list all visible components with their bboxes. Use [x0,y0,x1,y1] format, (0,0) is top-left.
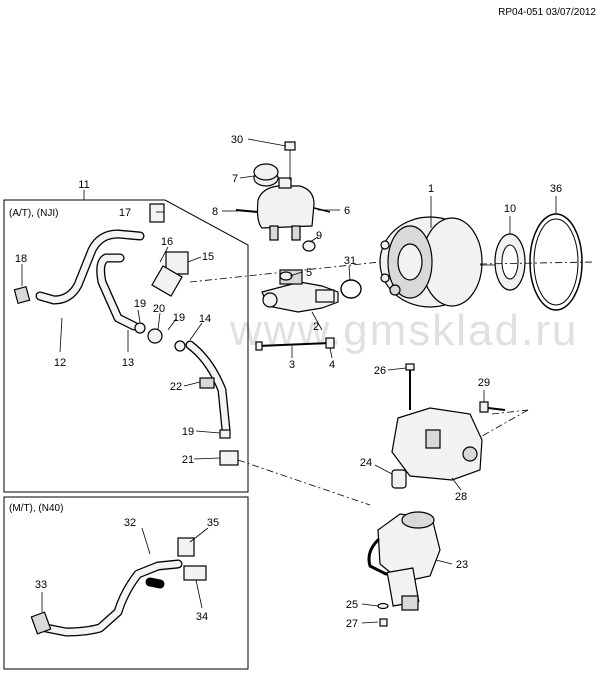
callout-33: 33 [35,579,47,591]
callout-10: 10 [504,203,516,215]
callout-3: 3 [289,359,295,371]
callout-19-low: 19 [182,426,194,438]
pump-bracket [391,407,483,481]
callout-19-mid: 19 [173,312,185,324]
callout-25: 25 [346,599,358,611]
mt-group-box: (M/T), (N40) [3,496,249,670]
callout-28: 28 [455,491,467,503]
callout-4: 4 [329,359,335,371]
callout-34: 34 [196,611,208,623]
vacuum-pump [367,511,441,611]
callout-5: 5 [306,267,312,279]
mount-bolt [479,401,506,413]
pump-screw [379,618,388,627]
callout-9: 9 [316,230,322,242]
callout-15: 15 [202,251,214,263]
master-cylinder [261,269,339,313]
at-group-box: 11 (A/T), (NJI) [3,179,249,493]
callout-21: 21 [182,454,194,466]
callout-31: 31 [344,255,356,267]
callout-23: 23 [456,559,468,571]
bracket-bolt [405,363,415,410]
callout-6: 6 [344,205,350,217]
level-sensor [284,141,296,180]
callout-35: 35 [207,517,219,529]
callout-7: 7 [232,173,238,185]
callout-24: 24 [360,457,372,469]
callout-8: 8 [212,206,218,218]
isolator [391,469,407,489]
callout-27: 27 [346,618,358,630]
callout-30: 30 [231,134,243,146]
at-vacuum-hose-assembly [13,203,239,466]
callout-12: 12 [54,357,66,369]
washer [377,602,389,610]
callout-36: 36 [550,183,562,195]
grommet [302,240,316,252]
callout-22: 22 [170,381,182,393]
callout-17: 17 [119,207,131,219]
callout-26: 26 [374,365,386,377]
callout-2: 2 [313,321,319,333]
brake-booster [379,216,500,308]
callout-20: 20 [153,303,165,315]
at-group-label: (A/T), (NJI) [9,208,58,219]
callout-32: 32 [124,517,136,529]
callout-13: 13 [122,357,134,369]
diagram-reference: RP04-051 03/07/2012 [498,7,596,18]
callout-18: 18 [15,253,27,265]
mt-vacuum-hose-assembly [30,537,207,637]
callout-19-top: 19 [134,298,146,310]
callout-14: 14 [199,313,211,325]
mt-group-label: (M/T), (N40) [9,503,63,514]
callout-1: 1 [428,183,434,195]
fluid-reservoir [256,177,315,241]
o-ring [340,279,362,299]
callouts: 1 2 3 4 5 6 7 8 9 10 12 13 14 15 16 17 1… [15,134,562,630]
callout-16: 16 [161,236,173,248]
watermark: www.gmsklad.ru [229,306,578,355]
at-group-number: 11 [78,179,89,191]
callout-29: 29 [478,377,490,389]
leader-lines [21,138,557,624]
